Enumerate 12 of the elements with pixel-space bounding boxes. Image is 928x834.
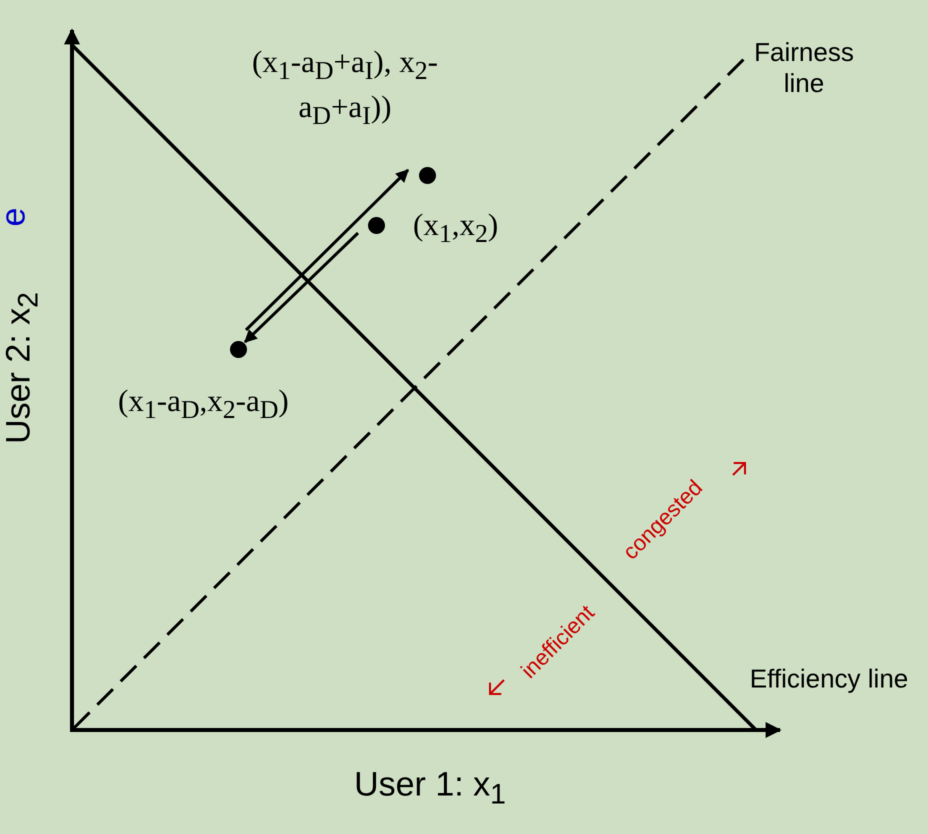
x-axis-label: User 1: x$_{1}$ xyxy=(354,764,506,812)
arrow xyxy=(244,232,360,344)
point-label: (x$_{1}$-a$_{D}$+a$_{I}$), x$_{2}$-a$_{D}$+a$_{I}$)) xyxy=(251,44,439,132)
arrow xyxy=(244,168,410,332)
efficiency-line-label: Efficiency line xyxy=(749,663,909,695)
point-label: (x$_{1}$,x$_{2}$) xyxy=(413,207,500,250)
data-point xyxy=(230,340,246,358)
data-point xyxy=(368,216,384,234)
point-label: (x$_{1}$-a$_{D}$,x$_{2}$-a$_{D}$) xyxy=(118,383,290,426)
cropped-title-text: e xyxy=(0,208,34,226)
data-point xyxy=(418,166,436,184)
fairness-line-label: Fairness line xyxy=(753,36,855,100)
